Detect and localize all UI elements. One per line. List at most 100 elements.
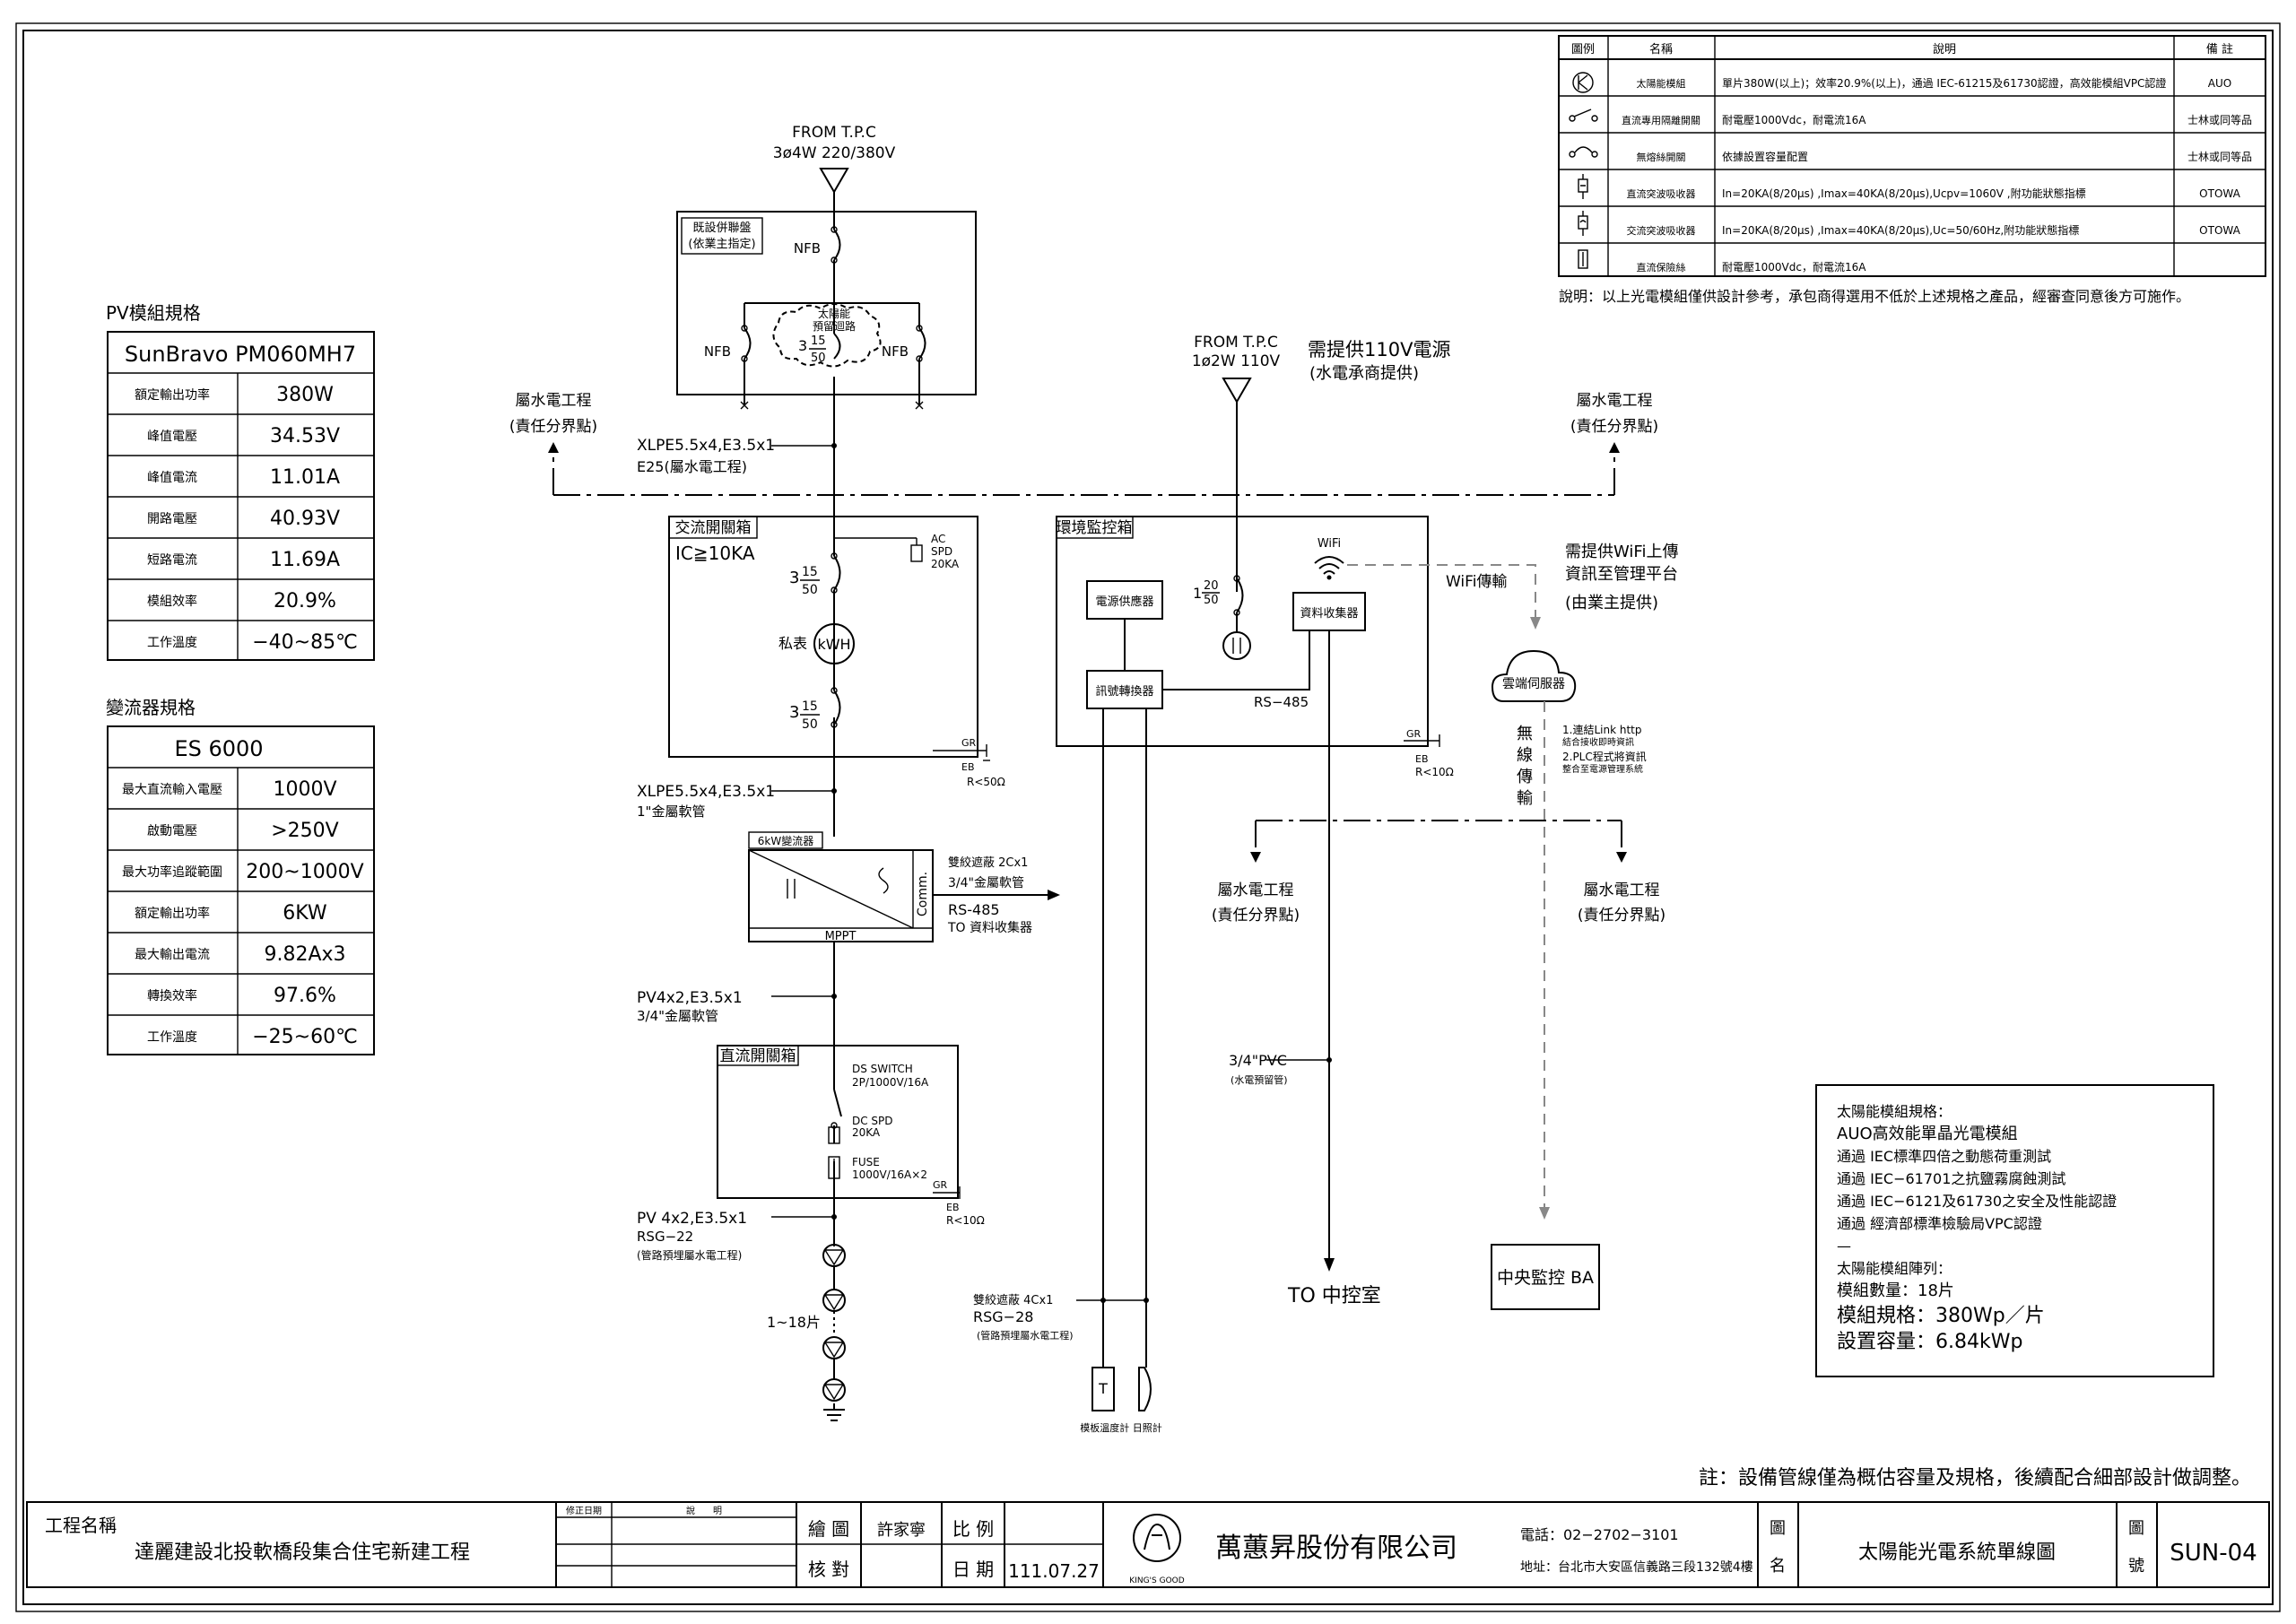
ac-spd-3: 20KA: [931, 558, 960, 570]
dc-disconnect-icon: [1569, 109, 1598, 122]
spec-label: 額定輸出功率: [135, 906, 210, 921]
reserved-breaker: [833, 303, 841, 360]
thermometer-t: T: [1098, 1380, 1108, 1397]
fuse-2: 1000V/16A×2: [852, 1168, 927, 1181]
rs485-label: RS−485: [1254, 694, 1309, 710]
legend-note: 士林或同等品: [2187, 114, 2252, 126]
dc-box-r: R<10Ω: [946, 1214, 985, 1227]
aux-note-line: AUO高效能單晶光電模組: [1837, 1125, 2018, 1143]
inv-spec-table: [107, 725, 375, 1055]
ac-switch-box: [668, 516, 978, 758]
data-collector-label: 資料收集器: [1300, 606, 1358, 621]
legend-header-note: 備 註: [2206, 42, 2233, 56]
pvc-2: (水電預留管): [1231, 1073, 1288, 1086]
water-elec-left-1: 屬水電工程: [516, 392, 592, 410]
legend-note: AUO: [2208, 77, 2231, 90]
wireless-1: 無: [1517, 725, 1533, 743]
dc-box-gr: GR: [933, 1179, 948, 1191]
water-elec-left-2: (責任分界點): [509, 418, 597, 436]
dc-fuse-icon: [1578, 249, 1588, 269]
spec-label: 最大輸出電流: [135, 948, 210, 962]
legend-desc: 耐電壓1000Vdc，耐電流16A: [1722, 114, 1866, 126]
central-monitor-box: [1491, 1244, 1600, 1310]
ac-box-ic: IC≧10KA: [675, 543, 755, 564]
aux-note-line: —: [1837, 1238, 1851, 1255]
ac-breaker-1-mid: 15: [802, 565, 818, 579]
water-elec-mid-1: 屬水電工程: [1218, 881, 1294, 899]
spec-label: 短路電流: [147, 553, 197, 568]
legend-header-symbol: 圖例: [1571, 43, 1595, 56]
ac-breaker-1-top: 3: [789, 569, 799, 587]
cloud-server-icon: [1491, 649, 1577, 702]
env-box-gr: GR: [1406, 728, 1422, 740]
env-breaker-bot: 50: [1204, 594, 1219, 607]
cloud-note-1: 1.連結Link http: [1562, 724, 1641, 736]
outer-frame: [15, 22, 2281, 1612]
check-label: 核 對: [808, 1559, 849, 1580]
ac-breaker-1-bot: 50: [802, 583, 818, 597]
module-spec-note-box: [1815, 1084, 2214, 1377]
nfb-right-label: NFB: [882, 343, 909, 360]
bottom-note: 註：設備管線僅為概估容量及規格，後續配合細部設計做調整。: [1699, 1467, 2251, 1489]
logo-text: KING'S GOOD: [1129, 1576, 1184, 1585]
env-box-r: R<10Ω: [1415, 766, 1454, 778]
ac-spd-icon: [1578, 211, 1588, 236]
dc-box-ground: [933, 1186, 961, 1199]
ac-box-gr: GR: [961, 737, 977, 749]
legend-desc: 單片380W(以上)；效率20.9%(以上)，通過 IEC-61215及6173…: [1722, 76, 2166, 90]
xlpe1-line1: XLPE5.5x4,E3.5x1: [637, 437, 775, 455]
ac-box-ground: [933, 744, 990, 761]
legend-header-name: 名稱: [1649, 42, 1673, 56]
need-wifi-3: (由業主提供): [1565, 594, 1658, 612]
legend-desc: 耐電壓1000Vdc，耐電流16A: [1722, 261, 1866, 274]
spec-value: 1000V: [273, 778, 336, 801]
inverter-rs485-1: RS-485: [948, 901, 1000, 918]
inv-model: ES 6000: [174, 736, 263, 761]
existing-panel-tag: [681, 217, 763, 255]
comm-label: Comm.: [916, 872, 930, 916]
company-name: 萬蕙昇股份有限公司: [1215, 1533, 1457, 1564]
twisted-3: (管路預埋屬水電工程): [977, 1329, 1074, 1342]
fig-name-label-1: 圖: [1770, 1519, 1786, 1538]
spec-label: 最大直流輸入電壓: [122, 782, 222, 797]
spec-value: 200~1000V: [246, 861, 363, 883]
env-outlet: [1222, 631, 1251, 660]
pvc-1: 3/4"PVC: [1229, 1052, 1287, 1069]
spec-value: −40~85℃: [252, 631, 358, 654]
legend-header-desc: 說明: [1933, 42, 1956, 56]
xlpe2-line2: 1"金屬軟管: [637, 803, 705, 820]
legend-note: 士林或同等品: [2187, 151, 2252, 163]
from-tpc-main-1: FROM T.P.C: [792, 124, 876, 142]
from-tpc-110-1: FROM T.P.C: [1194, 334, 1278, 352]
fuse-1: FUSE: [852, 1156, 880, 1168]
inverter-tag: [748, 831, 823, 849]
date-value: 111.07.27: [1008, 1560, 1100, 1582]
central-monitor-label: 中央監控 BA: [1497, 1268, 1594, 1288]
ac-breaker-2-mid: 15: [802, 699, 818, 714]
env-breaker-mid: 20: [1204, 579, 1219, 593]
dc-switch-box: [717, 1045, 959, 1199]
water-elec-right-1: 屬水電工程: [1577, 392, 1653, 410]
inverter-cable-2: 3/4"金屬軟管: [948, 876, 1024, 890]
inv-spec-title: 變流器規格: [106, 697, 196, 718]
spec-value: 34.53V: [270, 425, 340, 447]
dc-spd-2: 20KA: [852, 1126, 881, 1139]
title-block: [26, 1501, 2270, 1588]
legend-footnote: 說明：以上光電模組僅供設計參考，承包商得選用不低於上述規格之產品，經審查同意後方…: [1559, 288, 2190, 305]
data-collector-box: [1292, 592, 1366, 631]
ac-breaker-1: [831, 538, 841, 623]
aux-note-line: 模組數量：18片: [1837, 1281, 1954, 1300]
fig-no: SUN-04: [2170, 1540, 2257, 1567]
module-thermometer: [1091, 1367, 1115, 1411]
legend-name: 直流突波吸收器: [1627, 187, 1696, 200]
reserved-breaker-mid: 15: [811, 334, 826, 348]
main-feeder: [819, 168, 849, 1421]
spec-label: 峰值電流: [147, 471, 197, 485]
rev-date-label: 修正日期: [566, 1505, 602, 1516]
need-wifi-2: 資訊至管理平台: [1565, 565, 1678, 584]
water-elec-mid-2: (責任分界點): [1212, 907, 1300, 925]
dc-spd-icon: [1578, 174, 1588, 199]
ds-switch-1: DS SWITCH: [852, 1063, 913, 1075]
legend-desc: In=20KA(8/20μs) ,Imax=40KA(8/20μs),Uc=50…: [1722, 223, 2079, 237]
